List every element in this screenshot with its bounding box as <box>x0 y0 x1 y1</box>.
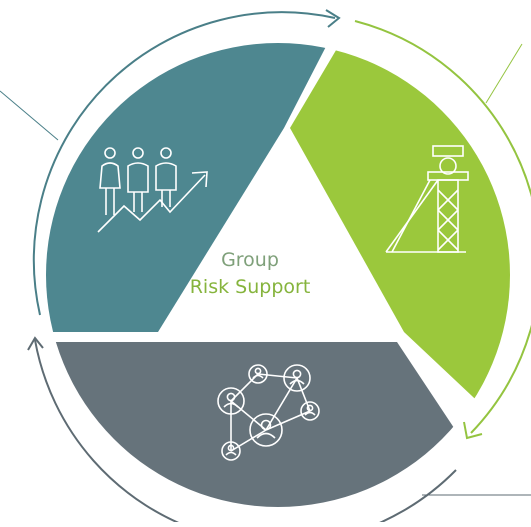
center-label-risk-support: Risk Support <box>189 276 311 298</box>
arrowhead-teal-icon <box>325 9 341 28</box>
connector-green <box>485 43 523 104</box>
people-network-icon <box>217 364 320 461</box>
arc-teal <box>32 11 336 316</box>
mine-headframe-icon <box>385 145 469 253</box>
arrowhead-green-icon <box>463 421 483 440</box>
arc-slate <box>34 339 457 527</box>
connector-teal <box>0 90 59 141</box>
people-growth-chart-icon <box>97 147 208 233</box>
arc-green <box>354 20 531 434</box>
center-label-group: Group <box>221 249 279 271</box>
arrowhead-slate-icon <box>27 336 44 351</box>
cycle-arrows <box>27 9 531 527</box>
connector-lines <box>0 43 531 496</box>
